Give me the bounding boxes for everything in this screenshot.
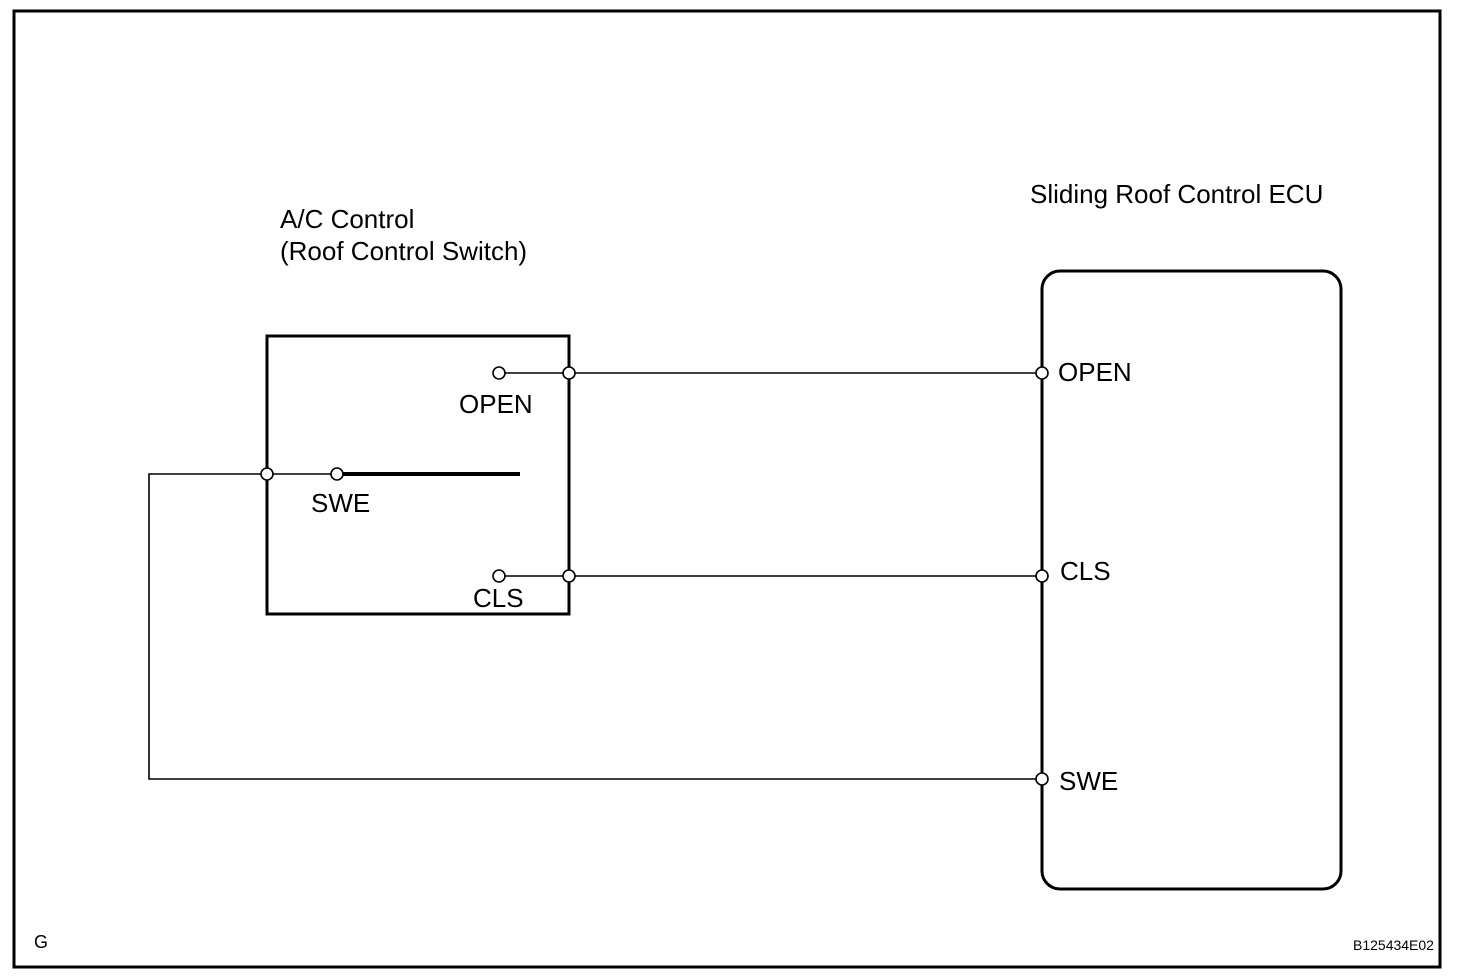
switch-cls-label: CLS — [473, 583, 524, 613]
diagram-frame — [12, 9, 1442, 969]
switch-cls-contact — [492, 569, 506, 583]
ecu-cls-terminal — [1035, 569, 1049, 583]
switch-open-label: OPEN — [459, 389, 533, 419]
ecu-swe-terminal — [1035, 772, 1049, 786]
switch-swe-label: SWE — [311, 488, 370, 518]
footer-left-mark: G — [34, 932, 48, 952]
switch-swe-pivot — [330, 467, 344, 481]
ecu-open-label: OPEN — [1058, 357, 1132, 387]
switch-open-contact — [492, 366, 506, 380]
ecu-cls-label: CLS — [1060, 556, 1111, 586]
switch-swe-terminal — [260, 467, 274, 481]
ecu-open-terminal — [1035, 366, 1049, 380]
switch-title-line2: (Roof Control Switch) — [280, 236, 527, 266]
switch-open-terminal — [562, 366, 576, 380]
ecu-swe-label: SWE — [1059, 766, 1118, 796]
swe-wire — [148, 473, 1042, 780]
switch-cls-terminal — [562, 569, 576, 583]
switch-title-line1: A/C Control — [280, 204, 414, 234]
figure-code: B125434E02 — [1353, 937, 1434, 953]
ecu-title: Sliding Roof Control ECU — [1030, 179, 1323, 209]
